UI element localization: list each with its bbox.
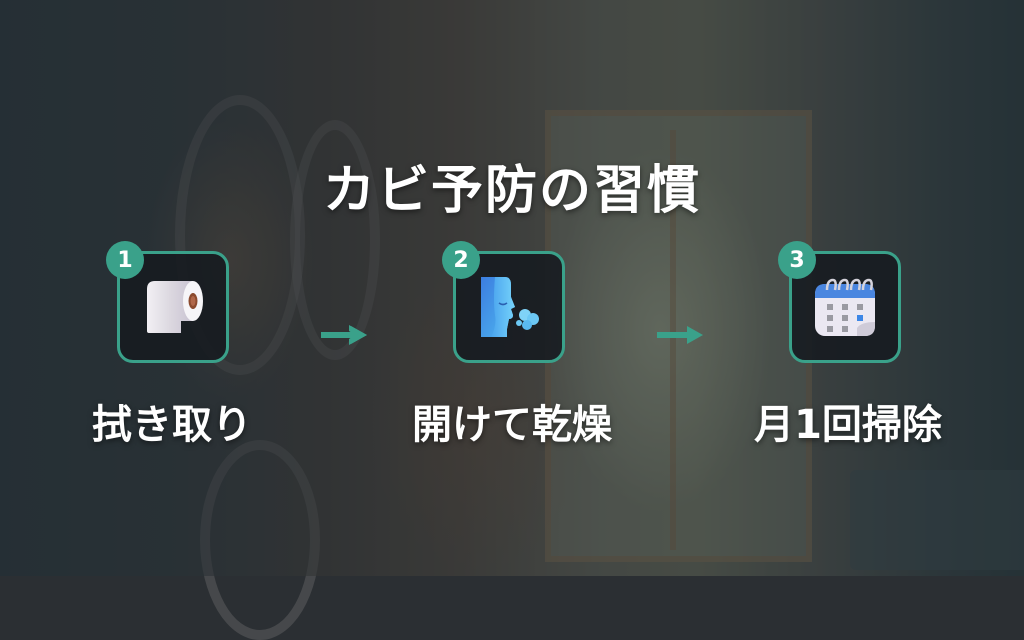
step-label-2: 開けて乾燥: [412, 402, 612, 448]
arrow-right-icon: [321, 325, 367, 345]
step-number-badge-3: 3: [778, 241, 816, 279]
background-sink: [850, 470, 1024, 570]
page-title: カビ予防の習慣: [322, 161, 701, 221]
arrow-right-icon: [657, 326, 703, 344]
background-washer: [290, 120, 380, 360]
calendar-icon: [815, 278, 875, 336]
toilet-paper-icon: [147, 281, 203, 333]
step-label-3: 月1回掃除: [754, 402, 942, 448]
step-number-badge-2: 2: [442, 241, 480, 279]
face-blowing-icon: [481, 277, 539, 337]
step-card-2: [453, 251, 565, 363]
step-number-badge-1: 1: [106, 241, 144, 279]
step-card-1: [117, 251, 229, 363]
step-label-1: 拭き取り: [92, 402, 252, 448]
background-window-frame: [670, 130, 676, 550]
